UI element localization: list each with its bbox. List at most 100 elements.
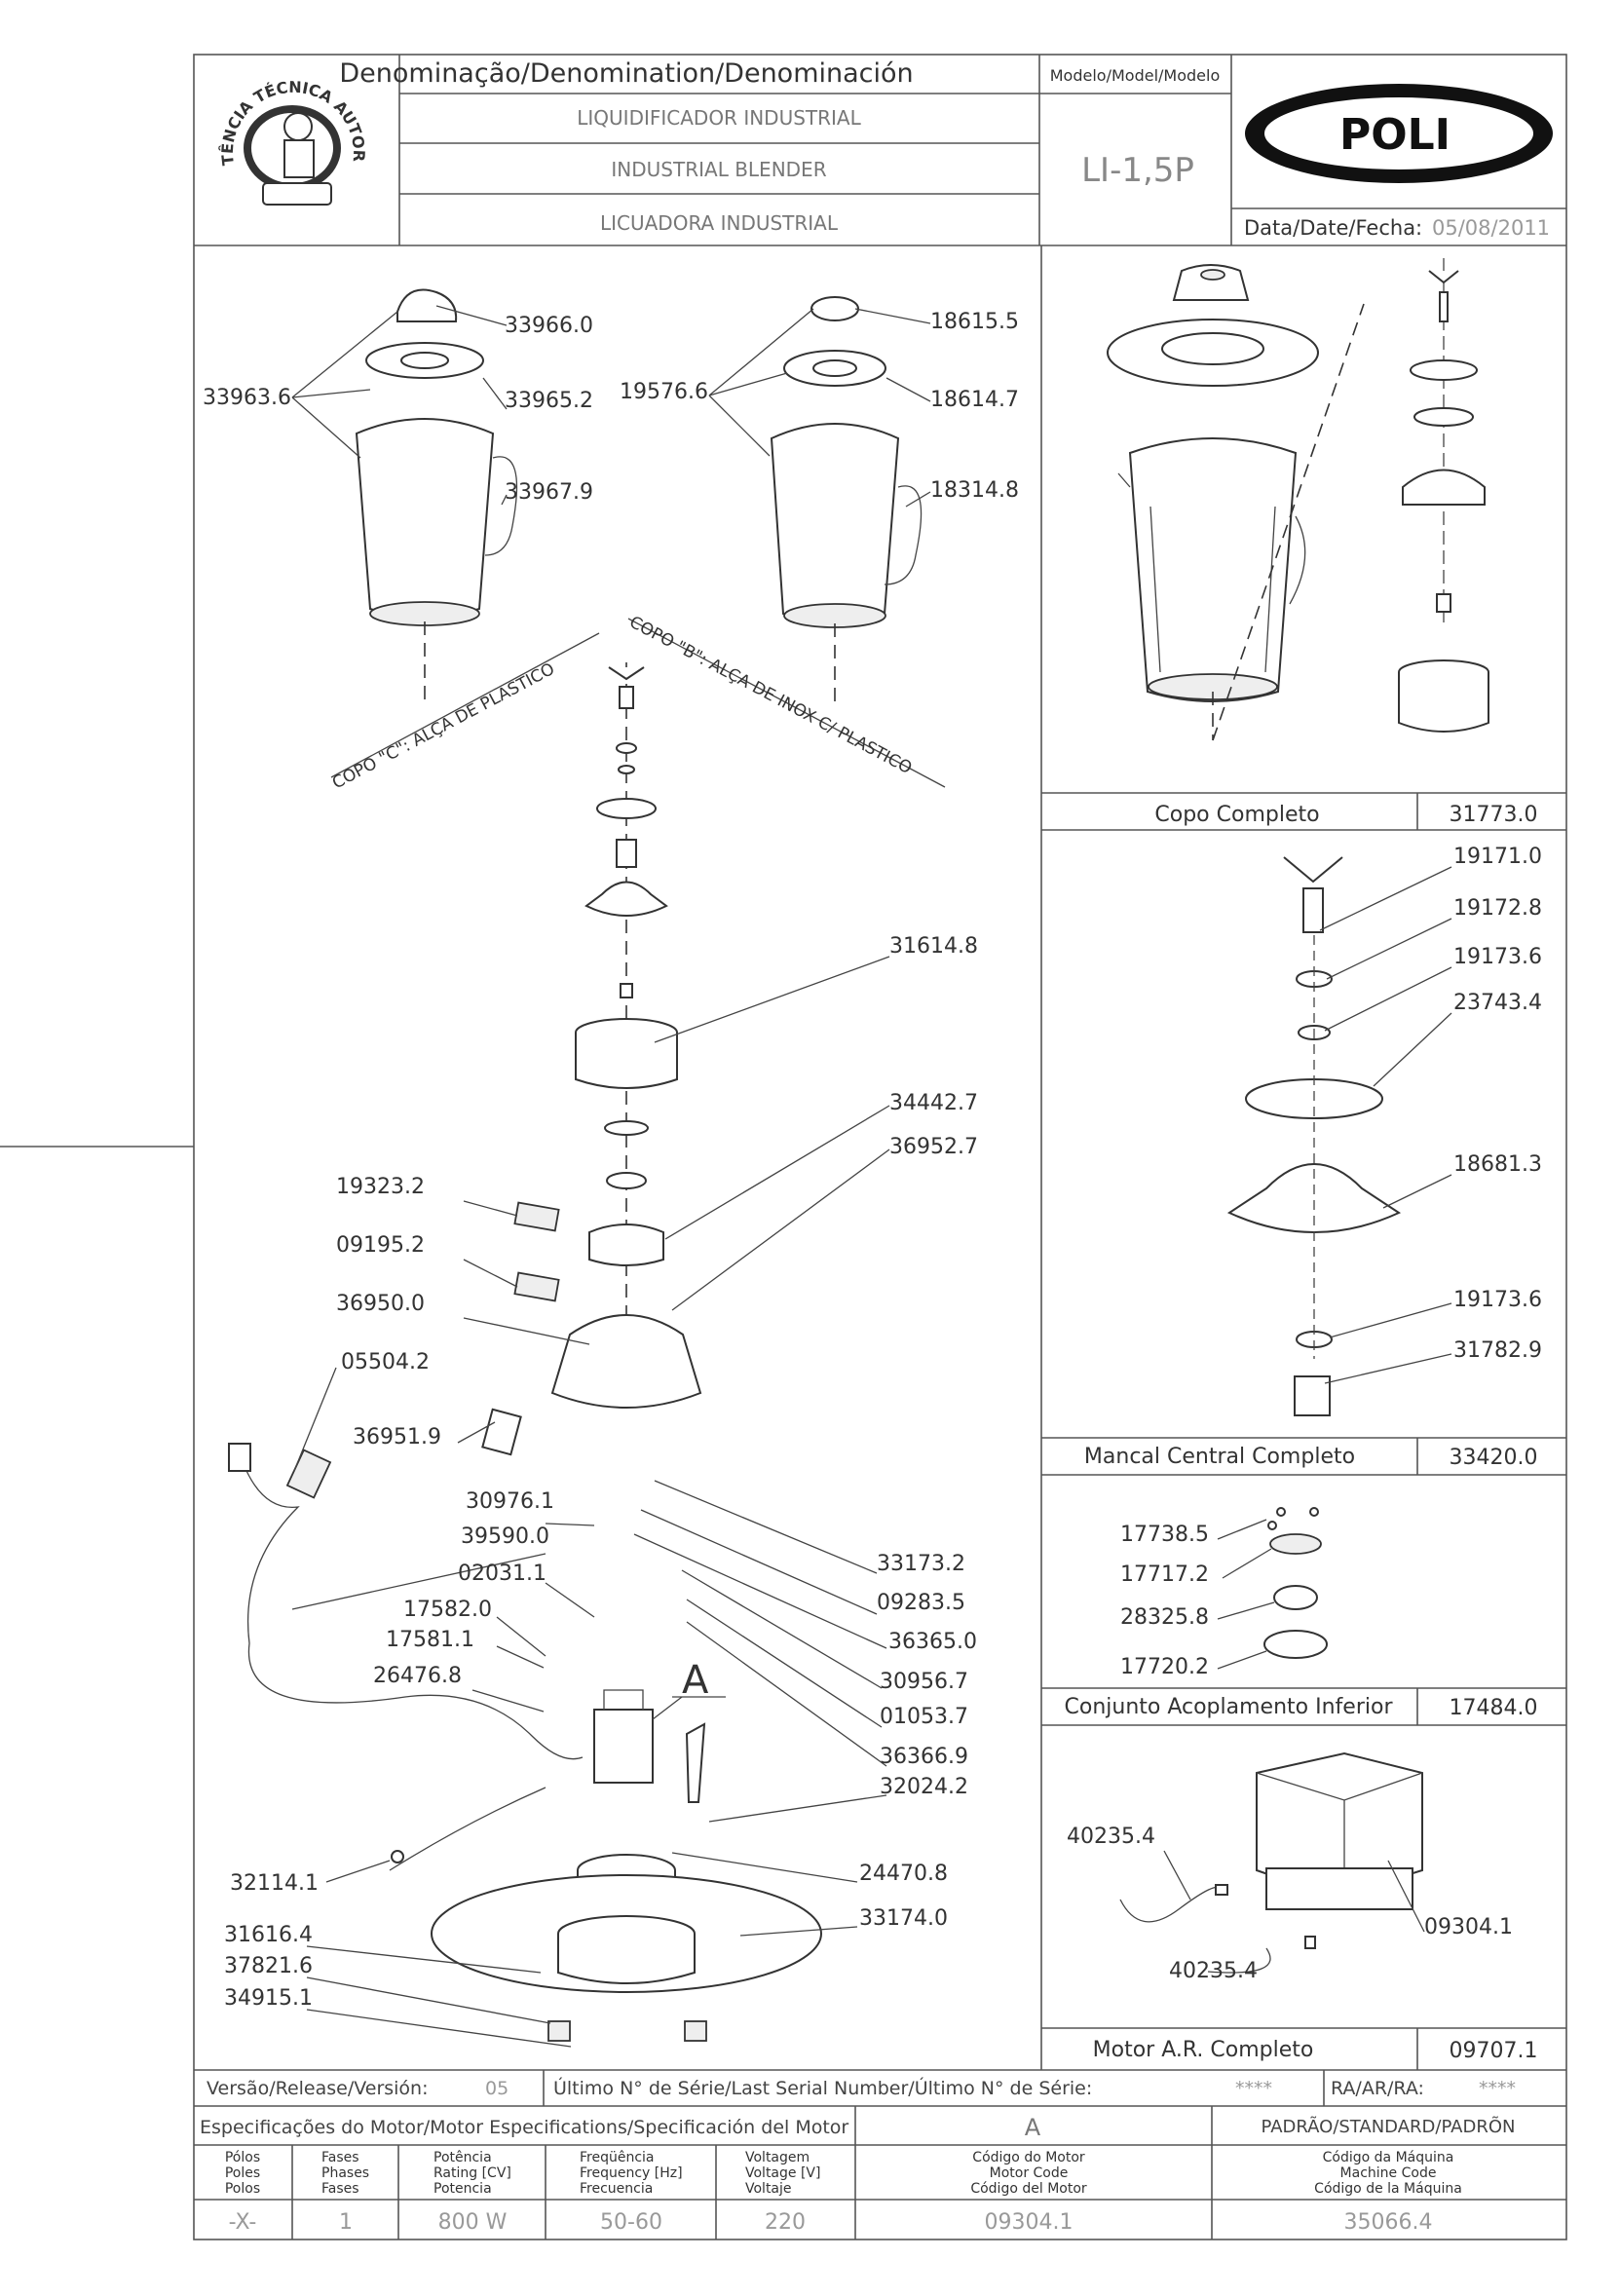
part-30976-1: 30976.1: [466, 1489, 554, 1514]
spec-motor-code-value: 09304.1: [985, 2210, 1074, 2235]
part-17582-0: 17582.0: [403, 1598, 492, 1622]
part-36951-9: 36951.9: [353, 1425, 441, 1449]
part-19323-2: 19323.2: [336, 1175, 425, 1199]
svg-text:Voltage [V]: Voltage [V]: [745, 2165, 820, 2181]
svg-text:Código do Motor: Código do Motor: [972, 2150, 1085, 2165]
model-value: LI-1,5P: [1081, 151, 1194, 190]
standard-label: PADRÃO/STANDARD/PADRÕN: [1262, 2116, 1516, 2137]
svg-text:Motor Code: Motor Code: [990, 2165, 1069, 2181]
ra-value: ****: [1479, 2078, 1516, 2099]
motor-part-40235-4-lower: 40235.4: [1169, 1959, 1258, 1983]
serial-value: ****: [1235, 2078, 1272, 2099]
part-01053-7: 01053.7: [880, 1705, 968, 1729]
version-value: 05: [485, 2078, 509, 2099]
copo-completo-drawing: [1107, 258, 1489, 741]
part-34442-7: 34442.7: [889, 1091, 978, 1115]
spec-column-headers: Pólos Poles Polos Fases Phases Fases Pot…: [225, 2150, 1462, 2197]
part-26476-8: 26476.8: [373, 1664, 462, 1688]
acopl-part-28325-8: 28325.8: [1120, 1605, 1209, 1630]
svg-text:Machine Code: Machine Code: [1340, 2165, 1437, 2181]
part-19576-6: 19576.6: [620, 380, 708, 404]
acoplamento-inferior-drawing: [1217, 1507, 1328, 1670]
svg-text:Polos: Polos: [225, 2181, 260, 2197]
svg-text:Pólos: Pólos: [225, 2150, 260, 2165]
motor-panel-title: Motor A.R. Completo: [1093, 2038, 1314, 2062]
model-label: Modelo/Model/Modelo: [1050, 66, 1220, 85]
svg-text:POLI: POLI: [1339, 110, 1450, 160]
part-36365-0: 36365.0: [888, 1630, 977, 1654]
svg-text:Voltagem: Voltagem: [745, 2150, 810, 2165]
svg-text:Poles: Poles: [225, 2165, 260, 2181]
main-exploded-view: [228, 288, 946, 2042]
version-label: Versão/Release/Versión:: [207, 2078, 429, 2099]
denomination-label: Denominação/Denomination/Denominación: [339, 58, 913, 89]
svg-text:Voltaje: Voltaje: [745, 2181, 792, 2197]
copo-b-label: COPO "B": ALÇA DE INOX C/ PLASTICO: [626, 613, 916, 778]
motor-part-40235-4-upper: 40235.4: [1067, 1825, 1155, 1849]
part-33963-6: 33963.6: [203, 386, 291, 410]
mancal-part-19173-6: 19173.6: [1453, 945, 1542, 969]
mancal-part-19172-8: 19172.8: [1453, 896, 1542, 921]
part-24470-8: 24470.8: [859, 1862, 948, 1886]
acopl-panel-title: Conjunto Acoplamento Inferior: [1065, 1695, 1394, 1719]
copo-c-label: COPO "C": ALÇA DE PLASTICO: [329, 659, 558, 794]
mancal-part-23743-4: 23743.4: [1453, 991, 1542, 1015]
motor-spec-label: Especificações do Motor/Motor Especifica…: [200, 2117, 848, 2138]
part-32114-1: 32114.1: [230, 1871, 319, 1896]
spec-phases-value: 1: [339, 2210, 353, 2235]
spec-poles-value: -X-: [229, 2210, 257, 2235]
name-en: INDUSTRIAL BLENDER: [611, 158, 826, 181]
mancal-part-19173-6-lower: 19173.6: [1453, 1288, 1542, 1312]
part-05504-2: 05504.2: [341, 1350, 430, 1374]
part-36366-9: 36366.9: [880, 1745, 968, 1769]
svg-text:Fases: Fases: [321, 2150, 359, 2165]
mancal-panel-title: Mancal Central Completo: [1084, 1445, 1355, 1469]
part-33173-2: 33173.2: [877, 1552, 965, 1576]
svg-text:Fases: Fases: [321, 2181, 359, 2197]
acopl-part-17717-2: 17717.2: [1120, 1562, 1209, 1587]
svg-text:Freqüência: Freqüência: [580, 2150, 655, 2165]
detail-a-marker: A: [682, 1658, 709, 1703]
part-33965-2: 33965.2: [505, 389, 593, 413]
part-36952-7: 36952.7: [889, 1135, 978, 1159]
svg-text:Phases: Phases: [321, 2165, 369, 2181]
svg-text:Código de la Máquina: Código de la Máquina: [1314, 2181, 1462, 2197]
mancal-part-19171-0: 19171.0: [1453, 845, 1542, 869]
spec-rating-value: 800 W: [438, 2210, 508, 2235]
spec-voltage-value: 220: [765, 2210, 806, 2235]
part-31616-4: 31616.4: [224, 1923, 313, 1947]
spec-machine-code-value: 35066.4: [1344, 2210, 1433, 2235]
spec-frequency-value: 50-60: [600, 2210, 662, 2235]
motor-ar-drawing: [1119, 1751, 1425, 1974]
part-34915-1: 34915.1: [224, 1986, 313, 2011]
name-es: LICUADORA INDUSTRIAL: [600, 211, 839, 235]
date-label: Data/Date/Fecha:: [1244, 216, 1422, 240]
acopl-part-17738-5: 17738.5: [1120, 1523, 1209, 1547]
mancal-central-drawing: [1226, 856, 1452, 1416]
svg-text:Rating [CV]: Rating [CV]: [433, 2165, 511, 2181]
date-value: 05/08/2011: [1432, 216, 1550, 240]
svg-text:Frequency [Hz]: Frequency [Hz]: [580, 2165, 683, 2181]
mancal-panel-code: 33420.0: [1450, 1446, 1538, 1470]
technician-figure-icon: [283, 112, 313, 141]
mancal-part-31782-9: 31782.9: [1453, 1338, 1542, 1363]
svg-text:Potência: Potência: [433, 2150, 492, 2165]
motor-panel-code: 09707.1: [1450, 2039, 1538, 2063]
svg-text:Potencia: Potencia: [433, 2181, 492, 2197]
part-36950-0: 36950.0: [336, 1292, 425, 1316]
part-18615-5: 18615.5: [930, 310, 1019, 334]
serial-label: Último N° de Série/Last Serial Number/Úl…: [553, 2076, 1092, 2099]
part-09195-2: 09195.2: [336, 1233, 425, 1258]
main-leader-lines: [291, 305, 931, 2048]
svg-text:Código da Máquina: Código da Máquina: [1323, 2150, 1454, 2165]
part-31614-8: 31614.8: [889, 934, 978, 959]
part-18314-8: 18314.8: [930, 478, 1019, 503]
part-18614-7: 18614.7: [930, 388, 1019, 412]
authorized-service-logo: ASSISTÊNCIA TÉCNICA AUTORIZADA: [0, 0, 368, 206]
part-02031-1: 02031.1: [458, 1562, 546, 1586]
part-17581-1: 17581.1: [386, 1628, 474, 1652]
poli-brand-logo: POLI: [1245, 84, 1553, 183]
copo-panel-code: 31773.0: [1450, 803, 1538, 827]
part-33967-9: 33967.9: [505, 480, 593, 505]
